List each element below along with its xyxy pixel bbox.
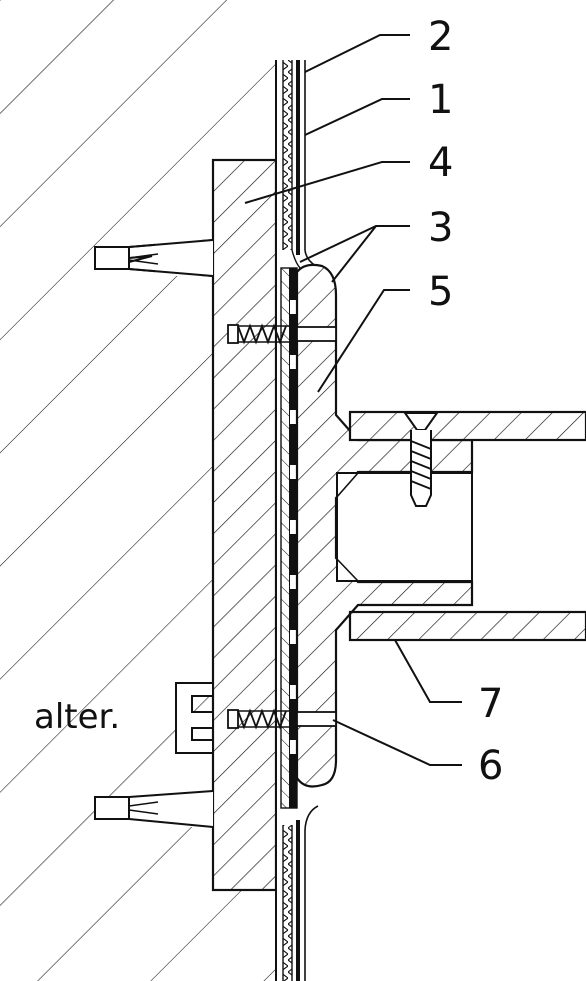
callouts: 2 1 4 3 5 7 6 xyxy=(428,14,503,789)
leader-4 xyxy=(244,161,410,204)
leader-5 xyxy=(317,289,410,393)
leader-3b xyxy=(331,225,377,283)
screw-top xyxy=(227,323,337,345)
callout-5: 5 xyxy=(428,269,453,315)
leader-1 xyxy=(304,98,410,136)
wall-dowel-top xyxy=(94,239,214,277)
leader-7 xyxy=(394,639,462,703)
screw-bottom xyxy=(227,708,337,730)
leader-2 xyxy=(304,34,410,73)
alternative-clip xyxy=(175,682,214,754)
callout-1: 1 xyxy=(428,77,453,123)
clamping-flange xyxy=(295,263,474,788)
callout-3: 3 xyxy=(428,205,453,251)
leader-6 xyxy=(332,719,462,766)
leader-lines xyxy=(244,34,462,766)
wall-dowel-bottom xyxy=(94,790,214,828)
callout-7: 7 xyxy=(478,681,503,727)
callout-4: 4 xyxy=(428,140,453,186)
alternative-note: alter. xyxy=(34,697,120,737)
railing-profile xyxy=(348,410,586,642)
callout-2: 2 xyxy=(428,14,453,60)
countersunk-screw xyxy=(403,412,439,507)
anchor-plate xyxy=(211,158,278,892)
leader-3a xyxy=(299,225,410,263)
callout-6: 6 xyxy=(478,743,503,789)
